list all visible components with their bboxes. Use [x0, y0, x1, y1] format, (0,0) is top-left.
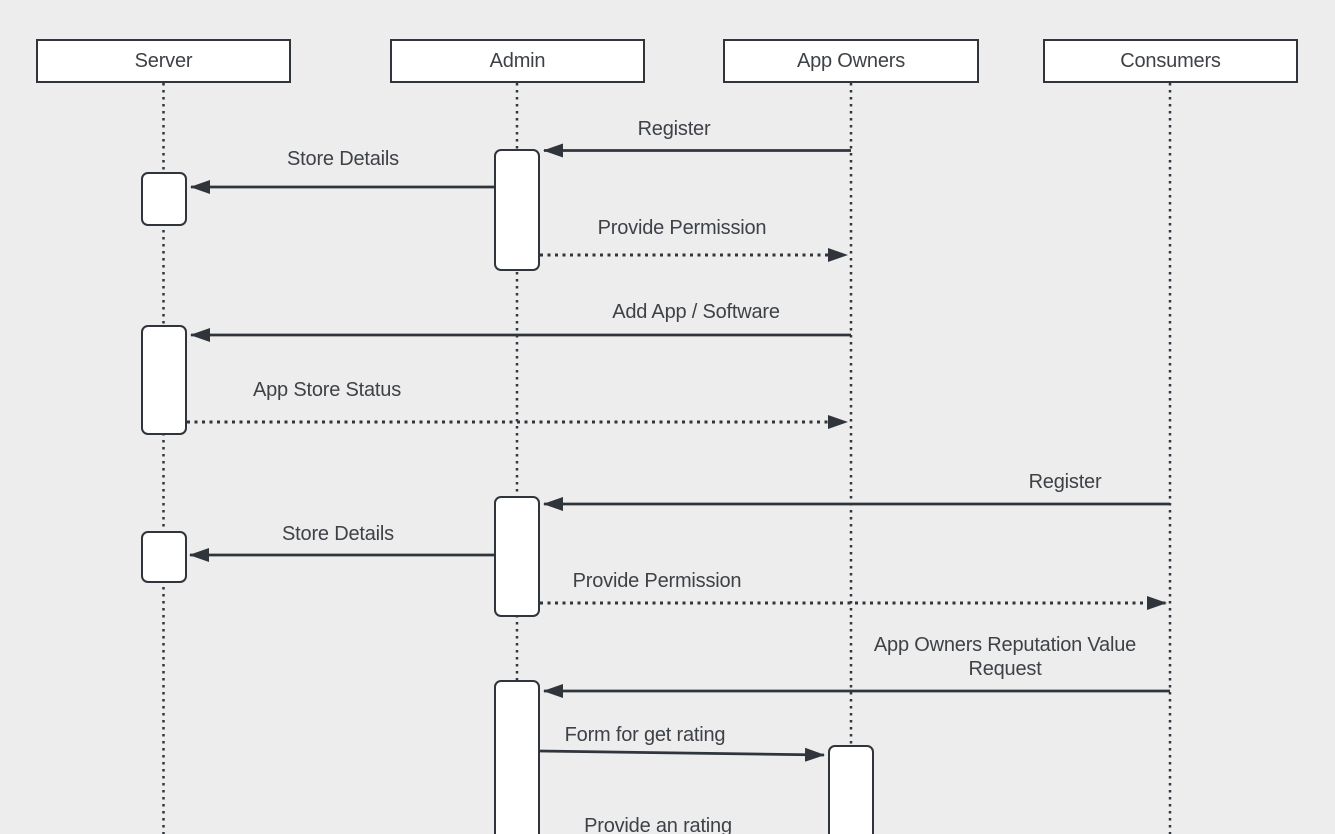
actor-box-consumers: Consumers — [1043, 39, 1298, 83]
message-arrow-form-for-get-rating — [539, 747, 825, 762]
message-label-provide-permission-1: Provide Permission — [597, 217, 767, 239]
message-label-register-1: Register — [637, 118, 711, 140]
actor-label-admin: Admin — [489, 49, 546, 72]
activation-admin-3 — [494, 680, 540, 834]
message-label-provide-an-rating: Provide an rating — [584, 815, 732, 834]
actor-label-consumers: Consumers — [1120, 49, 1221, 72]
activation-admin-2 — [494, 496, 540, 617]
message-label-store-details-1: Store Details — [287, 148, 399, 170]
message-label-add-app-software: Add App / Software — [612, 301, 780, 323]
actor-box-app-owners: App Owners — [723, 39, 979, 83]
message-label-register-2: Register — [1028, 471, 1102, 493]
activation-server-3 — [140, 531, 187, 583]
message-label-reputation-request: App Owners Reputation Value Request — [873, 634, 1137, 680]
actor-label-server: Server — [134, 49, 193, 72]
actor-box-server: Server — [36, 39, 291, 83]
message-label-form-for-get-rating: Form for get rating — [564, 724, 726, 746]
activation-admin-1 — [494, 149, 540, 271]
actor-label-app-owners: App Owners — [796, 49, 906, 72]
activation-app-owners-1 — [828, 745, 874, 834]
message-label-app-store-status: App Store Status — [252, 379, 402, 401]
actor-box-admin: Admin — [390, 39, 645, 83]
activation-server-2 — [140, 325, 187, 435]
activation-server-1 — [140, 172, 187, 226]
message-label-provide-permission-2: Provide Permission — [572, 570, 742, 592]
message-label-store-details-2: Store Details — [282, 523, 394, 545]
